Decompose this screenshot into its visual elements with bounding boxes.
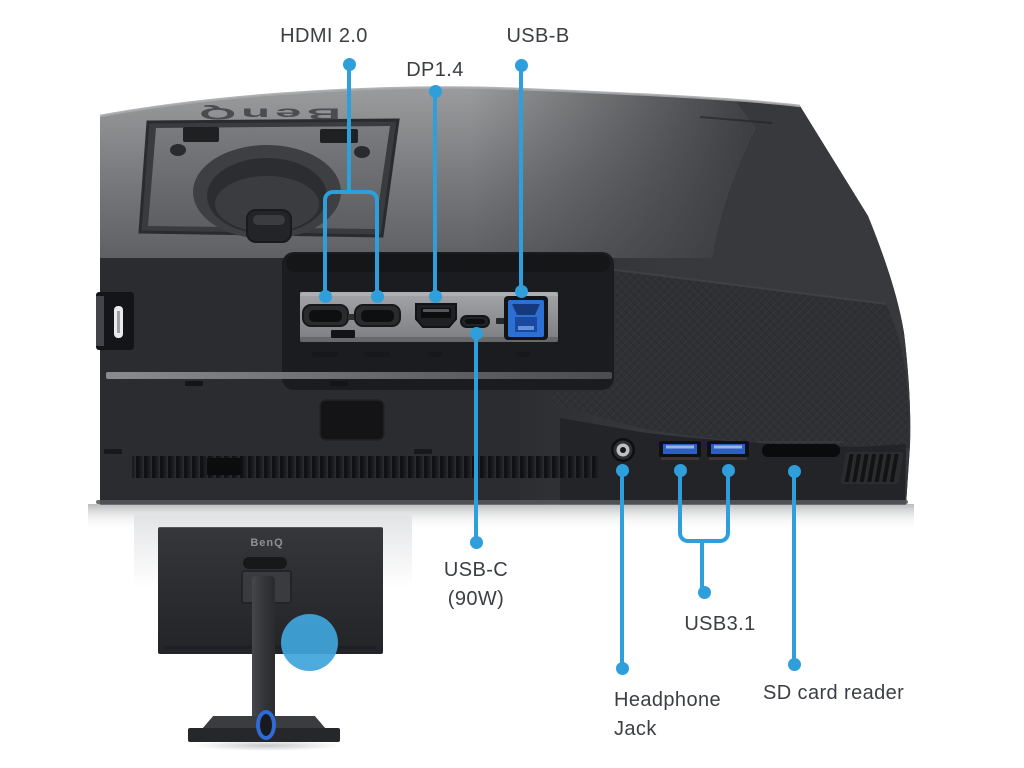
hdmi-callout-bracket [323,190,379,298]
headphone-callout-line [620,470,624,668]
top-edge-highlight [99,86,801,118]
grille-notch-2 [414,449,432,454]
usb31-callout-dot-bottom [698,586,711,599]
panel-slot-right [496,318,506,324]
headphone-label: Headphone Jack [614,686,721,744]
benq-embossed-logo: BenQ [194,104,341,123]
bottom-edge-light [96,500,908,504]
monitor-texture-zone [552,262,910,448]
benq-inset-logo: BenQ [250,537,284,549]
hdmi-callout-dot-port2 [371,290,384,303]
stand-release-latch [246,209,292,243]
usb-b-port [504,296,548,340]
dp-callout-dot-port [429,290,442,303]
headphone-callout-dot-bottom [616,662,629,675]
headphone-label-line2: Jack [614,718,657,740]
usbc-label-line1: USB-C [443,559,509,581]
usbb-callout-dot-port [515,285,528,298]
hdmi-port-1 [302,304,349,327]
hdmi-callout-stem [347,64,351,192]
highlight-circle [281,614,338,671]
usbc-callout-dot-bottom [470,536,483,549]
dp-callout-line [433,91,437,296]
grille-notch-1 [104,449,122,454]
vesa-mount [138,118,400,243]
inset-base-shadow [193,740,341,751]
sd-callout-line [792,471,796,664]
left-edge-connector [96,292,134,350]
grille-insert [207,458,241,475]
usb31-callout-bracket [678,470,730,543]
usb-a-port-1 [659,441,701,460]
underside-strip [560,418,906,505]
dp-label: DP1.4 [406,59,464,81]
usbb-label: USB-B [506,25,570,47]
usb-c-port [460,315,490,328]
usb31-callout-stem [700,539,704,592]
inset-cable-ring [256,710,276,740]
sd-callout-dot-bottom [788,658,801,671]
port-recess [282,252,614,390]
sd-card-slot [758,441,844,457]
usbc-label: USB-C (90W) [396,556,556,614]
speaker-grille [104,449,598,478]
vesa-screw-hole-right [354,146,370,158]
top-seam-line [699,116,773,124]
vesa-screw-hole-left [170,144,186,156]
headphone-jack-port [611,438,635,462]
bottom-vent [840,452,904,484]
vesa-slot-right [320,129,358,143]
usbb-callout-line [519,65,523,291]
usb-a-port-2 [707,441,749,460]
label-plate [319,399,385,441]
hdmi-callout-dot-port1 [319,290,332,303]
inset-handle [243,555,287,569]
sd-label: SD card reader [763,682,905,704]
hdmi-label: HDMI 2.0 [280,25,368,47]
headphone-label-line1: Headphone [614,689,722,711]
displayport-port [415,303,457,328]
panel-slot-wide [331,330,355,338]
usbc-callout-line [474,333,478,542]
hdmi-port-2 [354,304,401,327]
panel-screw-marks [312,352,530,357]
mid-ridge [106,372,612,379]
usbc-label-line2: (90W) [447,588,505,610]
ridge-notch-2 [330,381,348,386]
inset-stand-column [252,576,275,725]
usb31-label: USB3.1 [684,613,756,635]
ridge-notch-1 [185,381,203,386]
vesa-slot-left [183,127,219,142]
